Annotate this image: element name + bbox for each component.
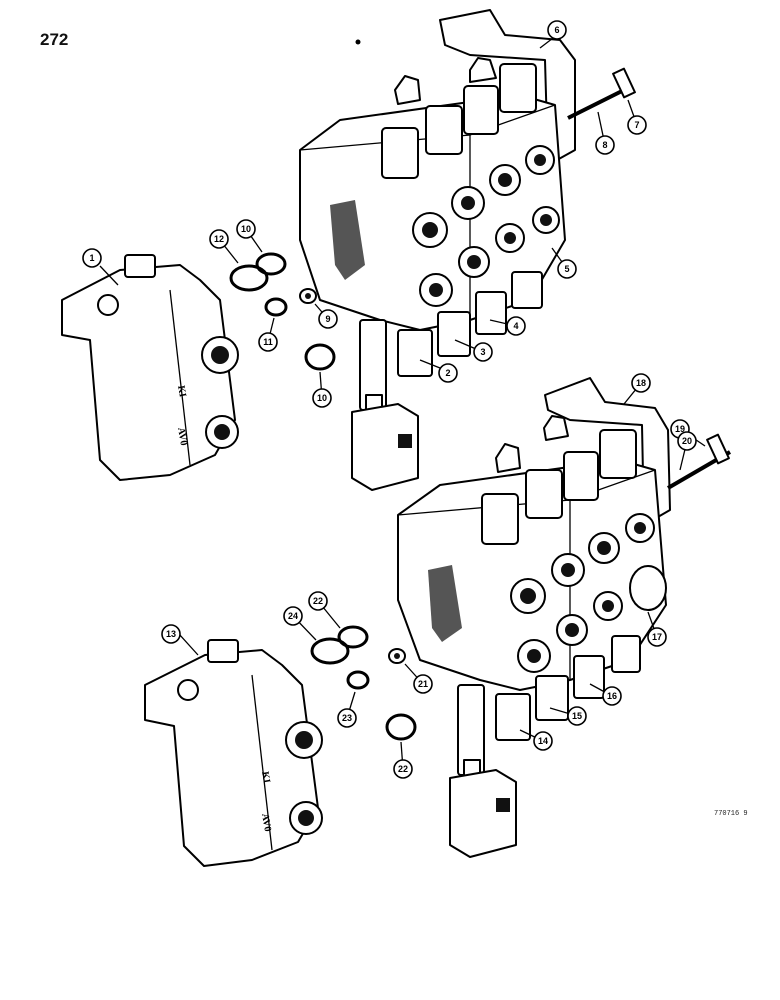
callout-3: 3: [473, 342, 493, 362]
callout-13: 13: [161, 624, 181, 644]
o-ring-22-top: [337, 625, 369, 649]
svg-text:24: 24: [288, 611, 298, 621]
callout-20: 20: [677, 431, 697, 451]
svg-text:12: 12: [214, 234, 224, 244]
svg-text:5: 5: [564, 264, 569, 274]
casting-mark-lower-ki: KI: [259, 771, 272, 785]
callout-5: 5: [557, 259, 577, 279]
o-ring-10-top: [255, 252, 287, 276]
svg-text:6: 6: [554, 25, 559, 35]
callout-12: 12: [209, 229, 229, 249]
casting-mark-upper-ki: KI: [175, 385, 188, 399]
svg-text:16: 16: [607, 691, 617, 701]
callout-8: 8: [595, 135, 615, 155]
callout-22-top: 22: [308, 591, 328, 611]
svg-text:23: 23: [342, 713, 352, 723]
callout-10-top: 10: [236, 219, 256, 239]
svg-text:8: 8: [602, 140, 607, 150]
svg-text:1: 1: [89, 253, 94, 263]
callout-21: 21: [413, 674, 433, 694]
upper-seals: [229, 252, 336, 371]
callout-10-bottom: 10: [312, 388, 332, 408]
casting-mark-upper-avo: AV0: [175, 427, 189, 447]
lower-inlet-cover: KI AV0: [144, 639, 323, 867]
upper-valve-body: [299, 9, 636, 491]
callout-18: 18: [631, 373, 651, 393]
svg-text:13: 13: [166, 629, 176, 639]
svg-text:15: 15: [572, 711, 582, 721]
callout-1: 1: [82, 248, 102, 268]
callout-9: 9: [318, 309, 338, 329]
svg-text:18: 18: [636, 378, 646, 388]
svg-text:7: 7: [634, 120, 639, 130]
svg-text:10: 10: [241, 224, 251, 234]
drawing-code: 770716 9: [714, 810, 748, 818]
svg-text:4: 4: [513, 321, 518, 331]
callout-22-bottom: 22: [393, 759, 413, 779]
svg-text:20: 20: [682, 436, 692, 446]
svg-text:2: 2: [445, 368, 450, 378]
callout-7: 7: [627, 115, 647, 135]
callout-11: 11: [258, 332, 278, 352]
svg-text:14: 14: [538, 736, 548, 746]
casting-mark-lower-avo: AV0: [259, 813, 273, 833]
svg-text:11: 11: [263, 337, 273, 347]
callout-23: 23: [337, 708, 357, 728]
svg-text:10: 10: [317, 393, 327, 403]
lower-seals: [310, 625, 417, 741]
upper-inlet-cover: KI AV0: [61, 254, 239, 481]
o-ring-22-bottom: [385, 713, 417, 741]
o-ring-23: [346, 670, 370, 690]
svg-text:9: 9: [325, 314, 330, 324]
callout-17: 17: [647, 627, 667, 647]
svg-text:17: 17: [652, 632, 662, 642]
callout-16: 16: [602, 686, 622, 706]
o-ring-24: [310, 637, 350, 665]
callout-6: 6: [547, 20, 567, 40]
callout-4: 4: [506, 316, 526, 336]
lower-valve-body: [397, 377, 732, 858]
callout-2: 2: [438, 363, 458, 383]
svg-text:21: 21: [418, 679, 428, 689]
svg-text:3: 3: [480, 347, 485, 357]
o-ring-10-bottom: [304, 343, 336, 371]
svg-text:19: 19: [675, 424, 685, 434]
callout-24: 24: [283, 606, 303, 626]
print-speck: [355, 39, 361, 45]
o-ring-12: [229, 264, 269, 292]
o-ring-11: [264, 297, 288, 317]
callout-14: 14: [533, 731, 553, 751]
callout-15: 15: [567, 706, 587, 726]
page-number: 272: [40, 30, 69, 49]
svg-text:22: 22: [398, 764, 408, 774]
svg-text:22: 22: [313, 596, 323, 606]
